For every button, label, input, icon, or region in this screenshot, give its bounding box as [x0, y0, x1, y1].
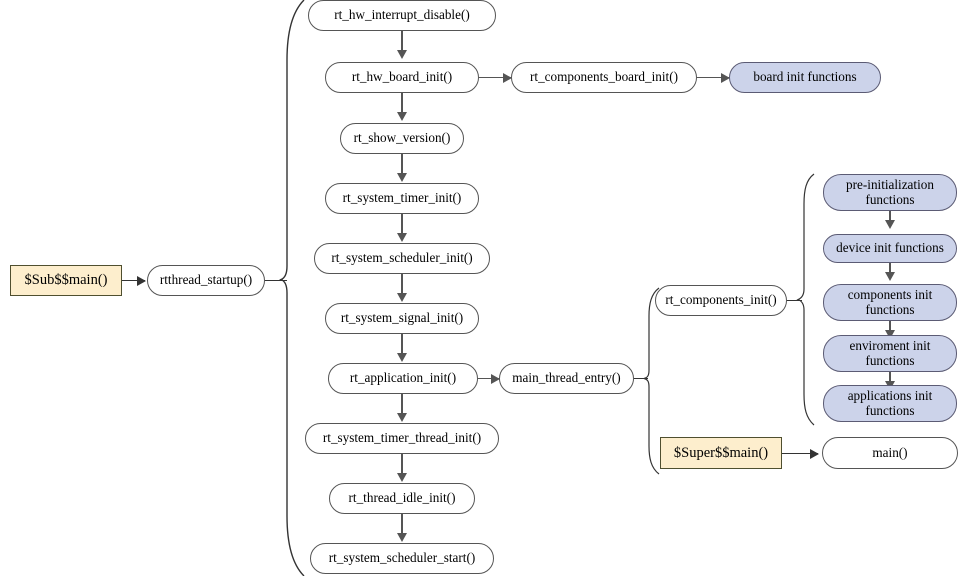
edge-init-4-5 — [889, 372, 891, 384]
node-rt-components-board-init[interactable]: rt_components_board_init() — [511, 62, 697, 93]
edge-9-10 — [401, 514, 403, 535]
edge-submain-to-startup — [122, 279, 145, 282]
edge-1-2 — [401, 31, 403, 52]
edge-6-7 — [401, 334, 403, 355]
edge-supermain-to-main — [782, 452, 818, 455]
node-rtthread-startup[interactable] — [147, 265, 265, 296]
node-main-thread-entry[interactable]: main_thread_entry() — [499, 363, 634, 394]
edge-4-5 — [401, 214, 403, 235]
node-rt-hw-board-init[interactable]: rt_hw_board_init() — [325, 62, 479, 93]
arrowhead-3-4 — [397, 173, 407, 182]
arrowhead-submain-to-startup — [137, 275, 146, 286]
edge-8-9 — [401, 454, 403, 475]
edge-startup-to-brace — [265, 279, 287, 282]
arrowhead-boardinit-branch — [503, 72, 512, 83]
node-board-init-functions[interactable]: board init functions — [729, 62, 881, 93]
node-rt-hw-interrupt-disable[interactable]: rt_hw_interrupt_disable() — [308, 0, 496, 31]
node-rt-system-signal-init[interactable]: rt_system_signal_init() — [325, 303, 479, 334]
node-rt-system-scheduler-start[interactable]: rt_system_scheduler_start() — [310, 543, 494, 574]
node-applications-init-functions[interactable]: applications init functions — [823, 385, 957, 422]
edge-appinit-to-main-thread-entry — [478, 377, 499, 380]
edge-init-3-4 — [889, 321, 891, 333]
arrowhead-5-6 — [397, 293, 407, 302]
edge-componentsboardinit-to-boardfuncs — [697, 76, 729, 79]
edge-init-2-3 — [889, 263, 891, 275]
node-rt-components-init[interactable]: rt_components_init() — [655, 285, 787, 316]
arrowhead-init-3-4 — [885, 330, 895, 339]
edge-boardinit-to-components-board-init — [479, 76, 511, 79]
arrowhead-init-1-2 — [885, 220, 895, 229]
edge-5-6 — [401, 274, 403, 295]
arrowhead-9-10 — [397, 533, 407, 542]
node-rt-application-init[interactable]: rt_application_init() — [328, 363, 478, 394]
arrowhead-boardfuncs — [721, 72, 730, 83]
brace-startup-chain — [279, 0, 305, 576]
edge-init-1-2 — [889, 211, 891, 223]
node-rt-show-version[interactable]: rt_show_version() — [340, 123, 464, 154]
node-sub-main[interactable]: $Sub$$main() — [10, 265, 122, 296]
node-enviroment-init-functions[interactable]: enviroment init functions — [823, 335, 957, 372]
arrowhead-6-7 — [397, 353, 407, 362]
node-super-main[interactable]: $Super$$main() — [660, 437, 782, 469]
edge-componentsinit-to-brace — [787, 299, 802, 302]
arrowhead-8-9 — [397, 473, 407, 482]
arrowhead-supermain-to-main — [810, 448, 819, 459]
arrowhead-1-2 — [397, 50, 407, 59]
node-rtthread-startup-label: rtthread_startup() — [159, 272, 253, 288]
node-device-init-functions[interactable]: device init functions — [823, 234, 957, 263]
edge-2-3 — [401, 93, 403, 114]
node-rt-system-scheduler-init[interactable]: rt_system_scheduler_init() — [314, 243, 490, 274]
node-rt-thread-idle-init[interactable]: rt_thread_idle_init() — [329, 483, 475, 514]
node-components-init-functions[interactable]: components init functions — [823, 284, 957, 321]
edge-mainthreadentry-to-brace — [634, 377, 648, 380]
node-pre-initialization-functions[interactable]: pre-initialization functions — [823, 174, 957, 211]
node-rt-system-timer-thread-init[interactable]: rt_system_timer_thread_init() — [305, 423, 499, 454]
edge-7-8 — [401, 394, 403, 415]
node-main[interactable]: main() — [822, 437, 958, 469]
arrowhead-7-8 — [397, 413, 407, 422]
arrowhead-init-2-3 — [885, 272, 895, 281]
node-rt-system-timer-init[interactable]: rt_system_timer_init() — [325, 183, 479, 214]
arrowhead-4-5 — [397, 233, 407, 242]
edge-3-4 — [401, 154, 403, 175]
arrowhead-2-3 — [397, 112, 407, 121]
arrowhead-appinit-branch — [491, 373, 500, 384]
